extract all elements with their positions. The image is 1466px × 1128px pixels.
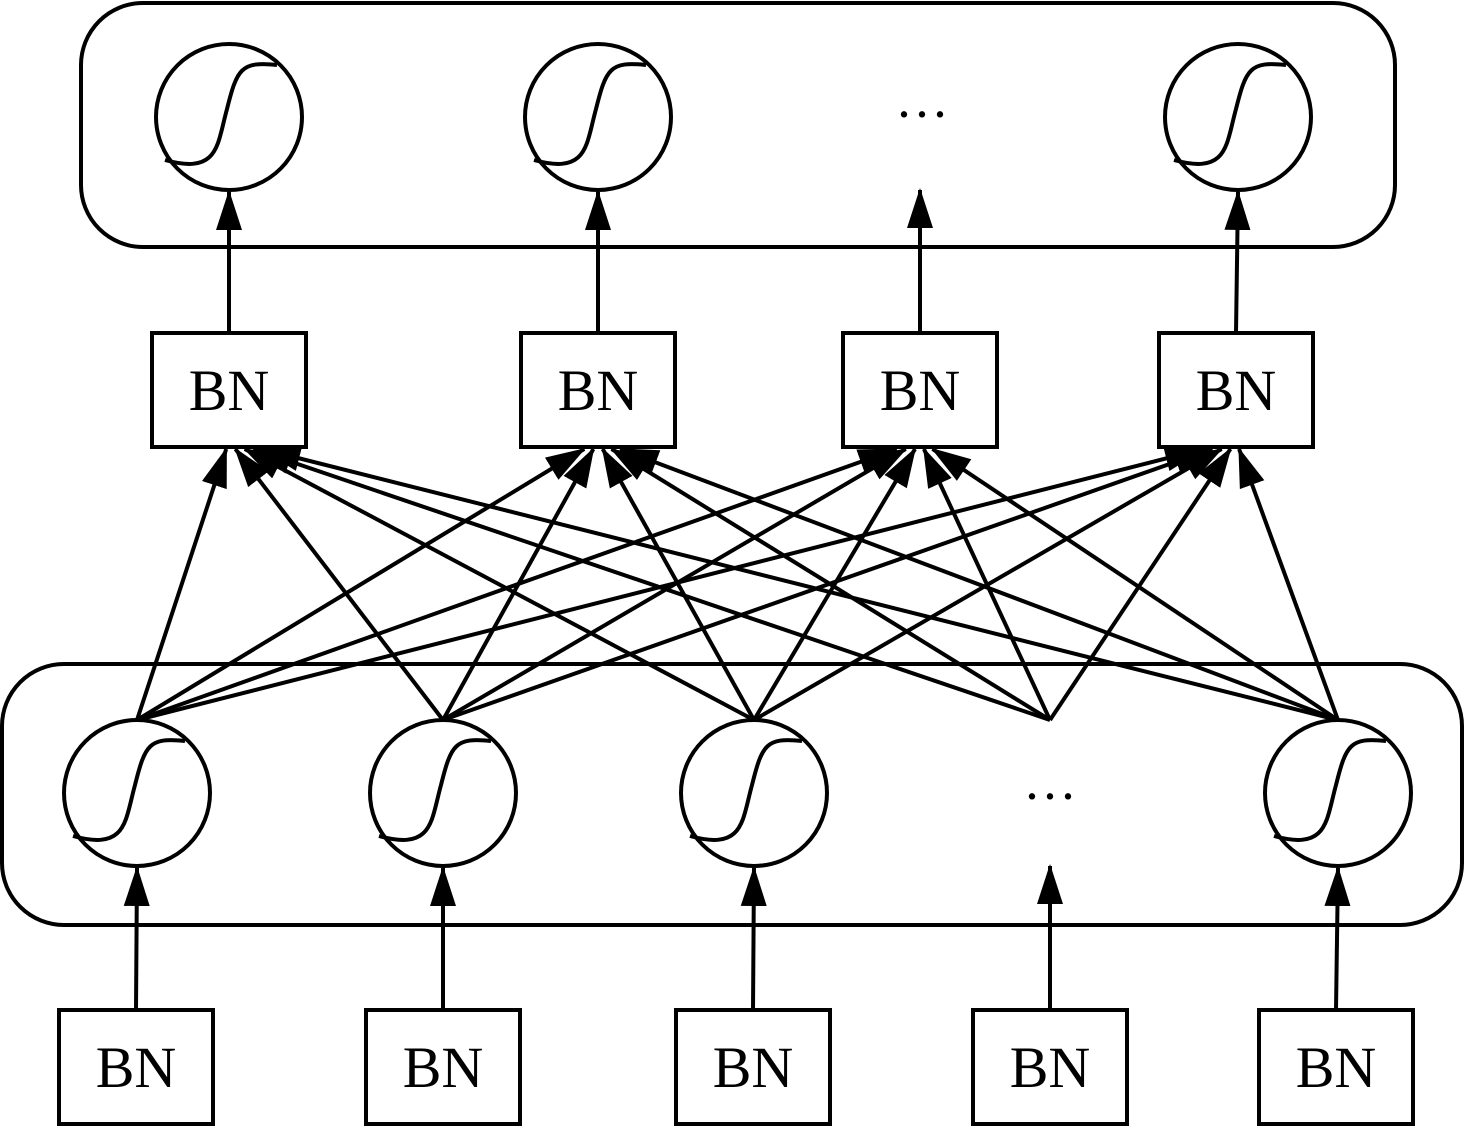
sigmoid-curve-icon (533, 62, 647, 166)
connection-arrow (922, 447, 1052, 721)
connection-arrow (260, 445, 1339, 722)
bn-label: BN (403, 1035, 484, 1100)
bn-label: BN (1196, 358, 1277, 423)
input-bn-boxes: BN BN BN BN BN (57, 1008, 1415, 1126)
bn-label: BN (96, 1035, 177, 1100)
input-bn-box: BN (57, 1008, 215, 1126)
connection-arrow (618, 447, 1339, 722)
output-neuron (154, 42, 304, 192)
bn-label: BN (1296, 1035, 1377, 1100)
connection-arrow (1048, 447, 1233, 722)
bn-to-neuron-arrow (1224, 190, 1251, 334)
output-neurons (154, 42, 1313, 192)
input-neuron (368, 718, 518, 868)
input-layer-frame (0, 662, 1464, 927)
connection-arrow (930, 447, 1340, 722)
sigmoid-curve-icon (72, 738, 186, 842)
input-neurons (62, 718, 1413, 868)
sigmoid-curve-icon (1273, 738, 1387, 842)
connection-arrow (600, 447, 756, 721)
input-bn-box: BN (971, 1008, 1129, 1126)
hidden-bn-boxes: BN BN BN BN (150, 331, 1315, 449)
input-bn-box: BN (674, 1008, 832, 1126)
hidden-bn-box: BN (519, 331, 677, 449)
input-bn-box: BN (364, 1008, 522, 1126)
bn-to-neuron-arrow (1324, 866, 1351, 1011)
connection-arrow (233, 447, 445, 722)
bn-label: BN (1010, 1035, 1091, 1100)
connection-arrow (1237, 447, 1340, 721)
connection-arrow (242, 447, 755, 722)
hidden-bn-box: BN (150, 331, 308, 449)
input-ellipsis: ··· (1023, 766, 1077, 826)
connection-arrow (136, 445, 1205, 722)
hidden-bn-box: BN (841, 331, 999, 449)
input-neuron (1263, 718, 1413, 868)
output-neuron (1163, 42, 1313, 192)
sigmoid-curve-icon (164, 62, 278, 166)
sigmoid-curve-icon (689, 738, 803, 842)
bn-to-neuron-arrow (123, 866, 150, 1011)
bn-to-neuron-arrow (740, 866, 767, 1011)
sigmoid-curve-icon (1173, 62, 1287, 166)
vertical-arrows (123, 188, 1351, 1011)
hidden-bn-box: BN (1157, 331, 1315, 449)
output-ellipsis: ··· (895, 84, 949, 144)
connection-arrow (441, 447, 908, 722)
connection-arrow (135, 447, 586, 722)
bn-label: BN (713, 1035, 794, 1100)
output-layer-frame (79, 1, 1397, 249)
bn-label: BN (189, 358, 270, 423)
bn-label: BN (558, 358, 639, 423)
input-neuron (62, 718, 212, 868)
input-neuron (679, 718, 829, 868)
connection-arrow (441, 447, 596, 721)
input-bn-box: BN (1257, 1008, 1415, 1126)
connection-arrow (135, 447, 229, 721)
output-neuron (523, 42, 673, 192)
connection-edges (135, 445, 1340, 722)
bn-label: BN (880, 358, 961, 423)
sigmoid-curve-icon (378, 738, 492, 842)
connection-arrow (251, 447, 1051, 722)
connection-arrow (609, 447, 1052, 722)
